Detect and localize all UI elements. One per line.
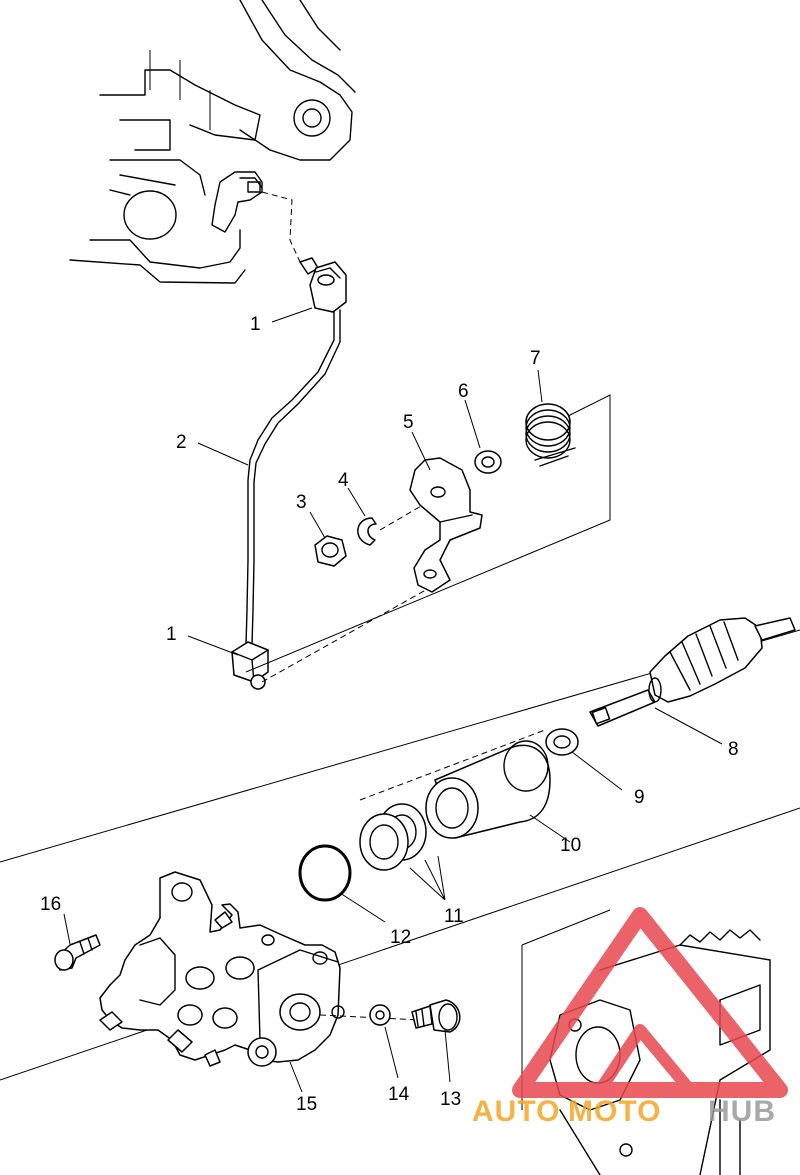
callout-4: 4 bbox=[338, 470, 349, 491]
washer-6 bbox=[474, 450, 502, 474]
callout-14: 14 bbox=[388, 1084, 410, 1105]
oil-pump-body bbox=[99, 871, 345, 1067]
fitting-upper bbox=[299, 257, 347, 313]
assembly-outline bbox=[245, 394, 611, 683]
sleeve bbox=[425, 740, 551, 839]
fitting-lower bbox=[231, 641, 269, 690]
callout-10: 10 bbox=[560, 835, 581, 856]
callout-12: 12 bbox=[390, 927, 411, 948]
seals bbox=[359, 803, 427, 871]
watermark-auto: AUTO bbox=[472, 1095, 560, 1128]
callout-11: 11 bbox=[444, 906, 464, 927]
callout-13: 13 bbox=[440, 1089, 461, 1110]
leader-lines bbox=[63, 307, 723, 1093]
washer-9 bbox=[545, 728, 579, 756]
callout-16: 16 bbox=[40, 894, 61, 915]
callout-6: 6 bbox=[458, 381, 469, 402]
routing-line bbox=[261, 191, 301, 263]
callout-3: 3 bbox=[296, 492, 307, 513]
callout-9: 9 bbox=[634, 787, 645, 808]
callouts: 1 2 3 4 5 6 7 1 8 9 10 11 12 16 14 13 15 bbox=[40, 314, 739, 1115]
callout-5: 5 bbox=[403, 412, 414, 433]
torsion-spring bbox=[525, 403, 576, 467]
callout-1-upper: 1 bbox=[250, 314, 261, 335]
watermark-moto: MOTO bbox=[568, 1095, 661, 1128]
callout-2: 2 bbox=[176, 432, 187, 453]
control-rod bbox=[245, 309, 341, 646]
watermark-hub: HUB bbox=[708, 1095, 776, 1128]
nut bbox=[314, 535, 347, 567]
watermark-triangle bbox=[512, 907, 788, 1098]
washer-14 bbox=[369, 1004, 391, 1026]
bracket bbox=[409, 457, 483, 593]
e-clip bbox=[357, 517, 377, 546]
axis-line bbox=[379, 494, 441, 531]
callout-7: 7 bbox=[530, 348, 541, 369]
pump-shaft-gear bbox=[589, 617, 796, 727]
callout-15: 15 bbox=[296, 1094, 317, 1115]
callout-1-lower: 1 bbox=[166, 624, 177, 645]
bolt-16 bbox=[54, 934, 101, 971]
screw-13 bbox=[411, 999, 461, 1033]
engine-block-outline bbox=[69, 0, 356, 284]
axis-line-lower bbox=[359, 729, 546, 801]
o-ring bbox=[298, 844, 352, 902]
callout-8: 8 bbox=[728, 739, 739, 760]
watermark-logo: AUTO MOTO HUB bbox=[472, 907, 788, 1128]
